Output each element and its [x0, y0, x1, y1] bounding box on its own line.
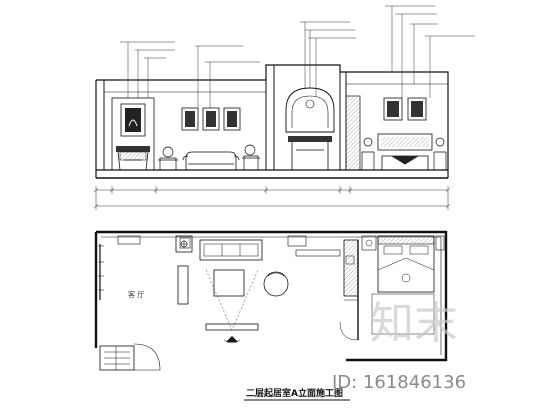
plan-armchair-left: [177, 265, 189, 305]
bed-cover: [392, 156, 418, 164]
plan-view-lines: [205, 269, 259, 331]
painting-left-motif: [128, 119, 138, 127]
plan-sofa-cushions: [203, 243, 259, 257]
plan-bedroom-rug: [371, 293, 435, 335]
entry-door-swing: [133, 343, 161, 371]
painting-1-frame: [181, 107, 199, 131]
elevation-ceiling-outline: [96, 64, 449, 178]
plan-inner-wall-line: [101, 236, 442, 355]
left-window-sash: [98, 245, 104, 291]
annotation-leaders: [120, 5, 475, 108]
headboard: [377, 133, 433, 151]
bedside-lamp-left: [363, 137, 373, 147]
headboard-pattern: [381, 137, 429, 147]
label-living-room: 客 厅: [128, 290, 144, 299]
plan-bed: [377, 235, 435, 293]
elevation-view: [95, 64, 449, 179]
side-chair-back: [162, 146, 174, 158]
writing-desk-legs: [291, 142, 329, 170]
niche-ornament: [305, 99, 315, 109]
console-table-left-apron: [119, 151, 147, 161]
plan-lounge-chair: [263, 271, 289, 297]
painting-4-frame: [383, 97, 403, 121]
sofa: [182, 151, 240, 170]
plan-side-table-lamp: [180, 240, 188, 248]
console-table-left: [116, 146, 150, 152]
stair-steps: [104, 346, 130, 370]
arched-niche: [285, 87, 335, 133]
painting-3-frame: [223, 107, 241, 131]
plan-outer-wall: [94, 230, 448, 362]
plan-pillow-right: [409, 245, 429, 255]
plan-nightstand-left: [361, 235, 377, 251]
plan-upper-left-cabinet: [117, 235, 141, 245]
painting-5: [411, 101, 423, 117]
bedside-table-right: [433, 151, 447, 170]
arched-niche-inner: [291, 95, 329, 128]
door-panel: [345, 95, 361, 171]
plan-view-marker: [226, 336, 238, 342]
plan-column: [179, 237, 191, 249]
painting-5-frame: [407, 97, 427, 121]
watermark-logo: 知末: [370, 298, 458, 349]
painting-1: [185, 111, 195, 127]
painting-left-frame: [120, 103, 146, 137]
plan-bed-cover: [377, 257, 435, 271]
painting-4: [387, 101, 399, 117]
plan-bed-headboard: [377, 235, 435, 245]
bedside-table-left: [361, 151, 375, 170]
plan-nightstand-right: [435, 235, 445, 251]
floor-plan: [94, 230, 448, 371]
elevation-dimensions: [93, 186, 451, 210]
plan-floor-lamp: [345, 255, 355, 265]
plan-side-table: [175, 235, 193, 253]
side-chair: [158, 157, 178, 170]
painting-2-frame: [202, 107, 220, 131]
watermark-id: ID: 161846136: [332, 372, 466, 393]
plan-hatched-wall: [343, 239, 359, 297]
painting-2: [206, 111, 216, 127]
plan-niche-cabinet: [295, 249, 341, 257]
plan-pillow-left: [383, 245, 403, 255]
armchair-back: [244, 144, 256, 156]
plan-closet: [287, 235, 307, 247]
plan-tv-cabinet: [205, 323, 259, 331]
plan-sofa: [199, 239, 263, 261]
armchair: [242, 155, 260, 170]
writing-desk: [288, 136, 332, 142]
plan-bed-ornament: [401, 273, 411, 283]
plan-coffee-table: [213, 269, 245, 297]
bedside-lamp-right: [435, 137, 445, 147]
drawing-title: 二层起居室A立面施工图: [246, 387, 343, 399]
plan-room-labels: 客 厅: [128, 290, 144, 299]
plan-bedroom-door-swing: [339, 299, 359, 341]
stair-landing: [99, 345, 135, 371]
wall-panel-left: [111, 97, 155, 171]
painting-3: [227, 111, 237, 127]
